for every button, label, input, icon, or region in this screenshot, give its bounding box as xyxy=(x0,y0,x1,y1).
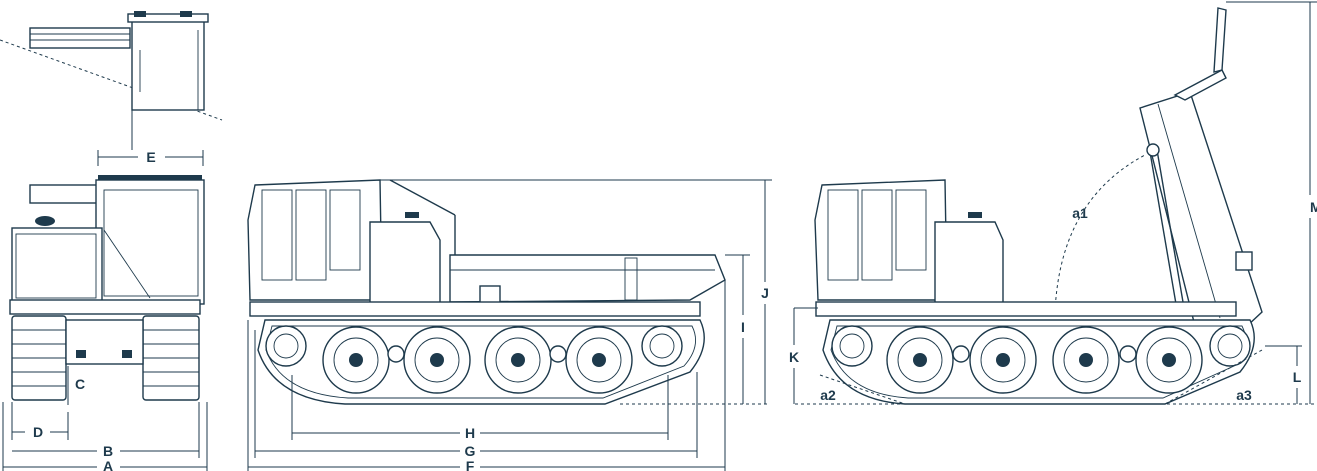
label-I: I xyxy=(741,319,745,335)
label-L: L xyxy=(1293,369,1302,385)
side-view xyxy=(247,179,772,471)
front-view xyxy=(2,150,208,471)
dimension-labels: E C D B A H G F I J K L M a1 a2 a3 xyxy=(33,149,1317,471)
front-right-track xyxy=(142,315,200,401)
label-D: D xyxy=(33,424,43,440)
label-F: F xyxy=(466,458,475,471)
label-A: A xyxy=(103,458,113,471)
label-M: M xyxy=(1310,199,1317,215)
label-K: K xyxy=(789,349,799,365)
label-a2: a2 xyxy=(820,387,836,403)
label-C: C xyxy=(75,376,85,392)
label-E: E xyxy=(146,149,155,165)
slope-view xyxy=(0,11,223,150)
label-G: G xyxy=(465,443,476,459)
label-a1: a1 xyxy=(1072,205,1088,221)
tipped-view xyxy=(793,1,1317,405)
label-H: H xyxy=(465,425,475,441)
label-B: B xyxy=(103,443,113,459)
front-left-track xyxy=(11,315,67,401)
label-J: J xyxy=(761,285,769,301)
label-a3: a3 xyxy=(1236,387,1252,403)
